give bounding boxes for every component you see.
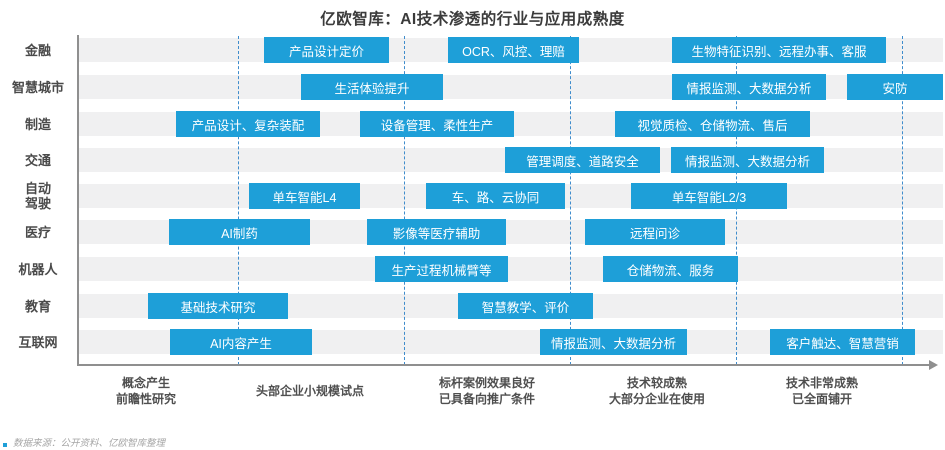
application-box: 产品设计定价 bbox=[264, 37, 389, 63]
application-box: 生活体验提升 bbox=[301, 74, 443, 100]
row-label: 教育 bbox=[24, 298, 51, 314]
y-axis-line bbox=[77, 35, 79, 366]
x-axis-arrow-icon bbox=[929, 360, 938, 370]
row-label: 互联网 bbox=[18, 334, 58, 350]
source-bullet-icon bbox=[3, 443, 7, 447]
row-label: 制造 bbox=[24, 116, 51, 132]
application-box: 客户触达、智慧营销 bbox=[770, 329, 915, 355]
row-label: 金融 bbox=[24, 42, 51, 58]
row-label: 交通 bbox=[24, 152, 51, 168]
stage-axis-label: 技术较成熟 大部分企业在使用 bbox=[608, 376, 706, 406]
stage-axis-label: 头部企业小规模试点 bbox=[255, 384, 365, 398]
stage-axis-label: 概念产生 前瞻性研究 bbox=[115, 376, 177, 406]
application-box: 生产过程机械臂等 bbox=[375, 256, 508, 282]
application-box: 车、路、云协同 bbox=[426, 183, 565, 209]
application-box: 情报监测、大数据分析 bbox=[671, 147, 824, 173]
application-box: 仓储物流、服务 bbox=[603, 256, 738, 282]
application-box: AI内容产生 bbox=[170, 329, 312, 355]
application-box: 单车智能L2/3 bbox=[631, 183, 787, 209]
stage-divider-dashed-line bbox=[238, 36, 239, 365]
application-box: 视觉质检、仓储物流、售后 bbox=[615, 111, 810, 137]
source-note: 数据来源：公开资料、亿欧智库整理 bbox=[13, 438, 166, 449]
stage-divider-dashed-line bbox=[570, 36, 571, 365]
row-label: 智慧城市 bbox=[11, 79, 64, 95]
application-box: 基础技术研究 bbox=[148, 293, 288, 319]
application-box: AI制药 bbox=[169, 219, 310, 245]
row-label: 自动 驾驶 bbox=[24, 181, 51, 211]
stage-divider-dashed-line bbox=[404, 36, 405, 365]
row-label: 机器人 bbox=[18, 261, 58, 277]
chart-title: 亿欧智库：AI技术渗透的行业与应用成熟度 bbox=[320, 11, 625, 28]
application-box: 安防 bbox=[847, 74, 943, 100]
row-stripe bbox=[78, 257, 943, 281]
application-box: 情报监测、大数据分析 bbox=[672, 74, 826, 100]
stage-divider-dashed-line bbox=[902, 36, 903, 365]
application-box: OCR、风控、理赔 bbox=[448, 37, 579, 63]
application-box: 影像等医疗辅助 bbox=[367, 219, 506, 245]
application-box: 单车智能L4 bbox=[249, 183, 360, 209]
application-box: 设备管理、柔性生产 bbox=[360, 111, 514, 137]
application-box: 生物特征识别、远程办事、客服 bbox=[672, 37, 886, 63]
stage-axis-label: 技术非常成熟 已全面铺开 bbox=[785, 376, 859, 406]
application-box: 远程问诊 bbox=[585, 219, 725, 245]
stage-axis-label: 标杆案例效果良好 已具备向推广条件 bbox=[438, 376, 536, 406]
application-box: 管理调度、道路安全 bbox=[505, 147, 660, 173]
application-box: 情报监测、大数据分析 bbox=[540, 329, 687, 355]
application-box: 智慧教学、评价 bbox=[458, 293, 593, 319]
x-axis-line bbox=[78, 364, 930, 366]
application-box: 产品设计、复杂装配 bbox=[176, 111, 320, 137]
row-label: 医疗 bbox=[24, 224, 51, 240]
